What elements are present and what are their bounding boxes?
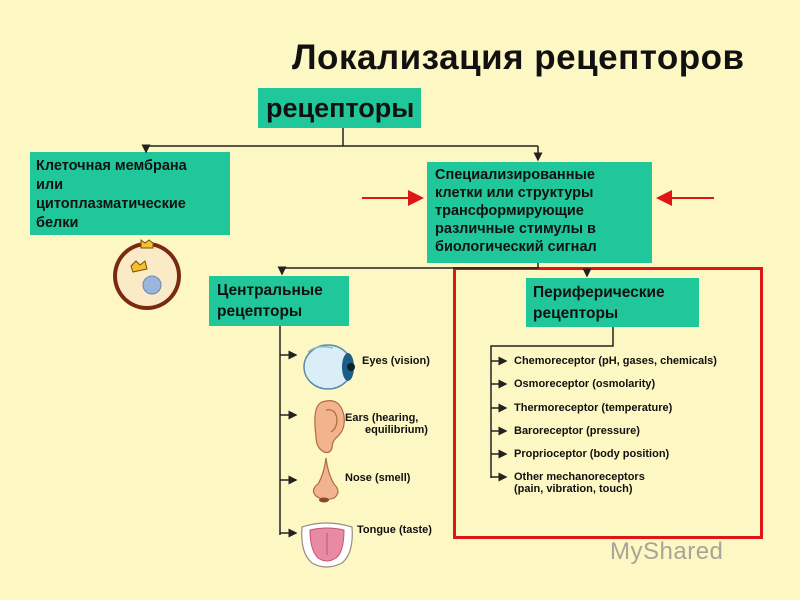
organ-label-ears: Ears (hearing, [345, 412, 419, 424]
peripheral-receptors-box: Периферические рецепторы [526, 278, 699, 327]
organ-label-ears-line2: equilibrium) [365, 424, 428, 436]
box-line: белки [36, 215, 79, 231]
page-title: Локализация рецепторов [292, 38, 745, 77]
box-line: Специализированные [435, 167, 595, 183]
receptor-label-thermoreceptor: Thermoreceptor (temperature) [514, 402, 673, 414]
box-line: клетки или структуры [435, 185, 594, 201]
receptor-label-chemoreceptor: Chemoreceptor (pH, gases, chemicals) [514, 355, 717, 367]
tongue-icon [301, 522, 353, 568]
box-line: биологический сигнал [435, 239, 597, 255]
receptor-label-mechanoreceptors-line2: (pain, vibration, touch) [514, 483, 633, 495]
organ-label-eyes: Eyes (vision) [362, 355, 430, 367]
box-line: различные стимулы в [435, 221, 596, 237]
nose-icon [312, 457, 339, 503]
box-line: рецепторы [533, 305, 619, 322]
receptor-label-proprioceptor: Proprioceptor (body position) [514, 448, 670, 460]
box-line: Клеточная мембрана [36, 158, 187, 174]
cell-icon [113, 239, 181, 310]
box-line: Центральные [217, 282, 323, 299]
organ-label-nose: Nose (smell) [345, 472, 411, 484]
membrane-proteins-box: Клеточная мембрана или цитоплазматически… [30, 152, 230, 235]
box-line: Периферические [533, 284, 665, 301]
ear-icon [314, 400, 345, 454]
receptor-label-mechanoreceptors: Other mechanoreceptors [514, 471, 645, 483]
box-line: цитоплазматические [36, 196, 186, 212]
watermark-logo: MyShared [610, 538, 724, 565]
central-bracket [279, 326, 298, 538]
specialized-cells-box: Специализированные клетки или структуры … [427, 162, 652, 263]
root-receptors-box: рецепторы [258, 88, 421, 128]
eye-icon [303, 344, 355, 390]
receptor-label-osmoreceptor: Osmoreceptor (osmolarity) [514, 378, 656, 390]
organ-label-tongue: Tongue (taste) [357, 524, 432, 536]
peripheral-highlight-frame [453, 267, 763, 539]
peripheral-bracket [490, 327, 614, 482]
receptor-label-baroreceptor: Baroreceptor (pressure) [514, 425, 640, 437]
box-line: или [36, 177, 64, 193]
tree-connectors [141, 128, 592, 278]
box-line: рецепторы [217, 303, 303, 320]
box-line: трансформирующие [435, 203, 584, 219]
central-receptors-box: Центральные рецепторы [209, 276, 349, 326]
